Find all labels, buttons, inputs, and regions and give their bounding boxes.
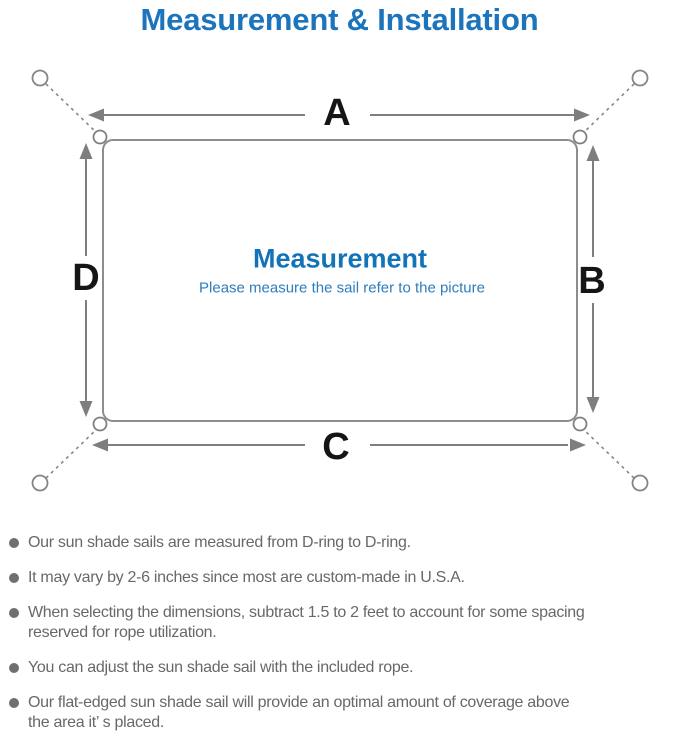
list-item: Our flat-edged sun shade sail will provi… bbox=[9, 693, 675, 733]
page-title: Measurement & Installation bbox=[140, 2, 539, 37]
note-line: Our flat-edged sun shade sail will provi… bbox=[28, 694, 570, 711]
arrow-head-right-icon bbox=[574, 108, 590, 122]
dimension-label-b: B bbox=[578, 260, 606, 302]
dimension-label-a: A bbox=[323, 92, 351, 134]
measurement-diagram: A B C D Measurement Please measure the s… bbox=[0, 60, 679, 525]
note-text: Our sun shade sails are measured from D-… bbox=[28, 533, 411, 553]
arrow-head-down-icon bbox=[79, 401, 93, 417]
sail-outline bbox=[102, 139, 578, 422]
note-line: reserved for rope utilization. bbox=[28, 624, 217, 641]
bullet-icon bbox=[9, 573, 19, 583]
anchor-point-icon-top-right bbox=[631, 69, 649, 87]
arrow-head-up-icon bbox=[79, 143, 93, 159]
rope-line-top-right bbox=[581, 83, 635, 135]
arrow-head-left-icon bbox=[88, 108, 104, 122]
d-ring-icon-bottom-left bbox=[92, 416, 108, 432]
dimension-arrow-left bbox=[79, 143, 93, 417]
note-text: Our flat-edged sun shade sail will provi… bbox=[28, 693, 570, 733]
arrow-head-right-icon bbox=[570, 438, 586, 452]
note-line: When selecting the dimensions, subtract … bbox=[28, 604, 585, 621]
dimension-label-d: D bbox=[72, 257, 100, 299]
note-line: You can adjust the sun shade sail with t… bbox=[28, 659, 414, 676]
anchor-point-icon-bottom-right bbox=[631, 474, 649, 492]
tension-rope-lines bbox=[45, 83, 635, 479]
list-item: It may vary by 2-6 inches since most are… bbox=[9, 568, 675, 588]
diagram-heading: Measurement bbox=[252, 243, 428, 274]
anchor-point-icon-bottom-left bbox=[31, 474, 49, 492]
anchor-point-icons bbox=[31, 69, 649, 492]
dimension-arrow-right bbox=[586, 145, 600, 413]
note-text: When selecting the dimensions, subtract … bbox=[28, 603, 585, 643]
rope-line-bottom-left bbox=[45, 427, 99, 479]
arrow-head-down-icon bbox=[586, 397, 600, 413]
note-text: It may vary by 2-6 inches since most are… bbox=[28, 568, 465, 588]
anchor-point-icon-top-left bbox=[31, 69, 49, 87]
bullet-icon bbox=[9, 608, 19, 618]
diagram-subtitle: Please measure the sail refer to the pic… bbox=[199, 279, 485, 297]
list-item: Our sun shade sails are measured from D-… bbox=[9, 533, 675, 553]
bullet-icon bbox=[9, 538, 19, 548]
d-ring-icon-top-right bbox=[572, 129, 588, 145]
note-line: Our sun shade sails are measured from D-… bbox=[28, 534, 411, 551]
d-ring-icons bbox=[92, 129, 588, 432]
note-text: You can adjust the sun shade sail with t… bbox=[28, 658, 414, 678]
dimension-arrow-top bbox=[88, 108, 590, 122]
bullet-icon bbox=[9, 663, 19, 673]
dimension-arrow-bottom bbox=[92, 438, 586, 452]
notes-list: Our sun shade sails are measured from D-… bbox=[9, 533, 675, 748]
d-ring-icon-top-left bbox=[92, 129, 108, 145]
bullet-icon bbox=[9, 698, 19, 708]
list-item: When selecting the dimensions, subtract … bbox=[9, 603, 675, 643]
arrow-head-left-icon bbox=[92, 438, 108, 452]
d-ring-icon-bottom-right bbox=[572, 416, 588, 432]
rope-line-top-left bbox=[45, 83, 99, 135]
dimension-label-c: C bbox=[322, 426, 350, 468]
note-line: the area it’ s placed. bbox=[28, 714, 165, 731]
arrow-head-up-icon bbox=[586, 145, 600, 161]
diagram-canvas bbox=[31, 69, 649, 492]
note-line: It may vary by 2-6 inches since most are… bbox=[28, 569, 465, 586]
rope-line-bottom-right bbox=[581, 427, 635, 479]
list-item: You can adjust the sun shade sail with t… bbox=[9, 658, 675, 678]
